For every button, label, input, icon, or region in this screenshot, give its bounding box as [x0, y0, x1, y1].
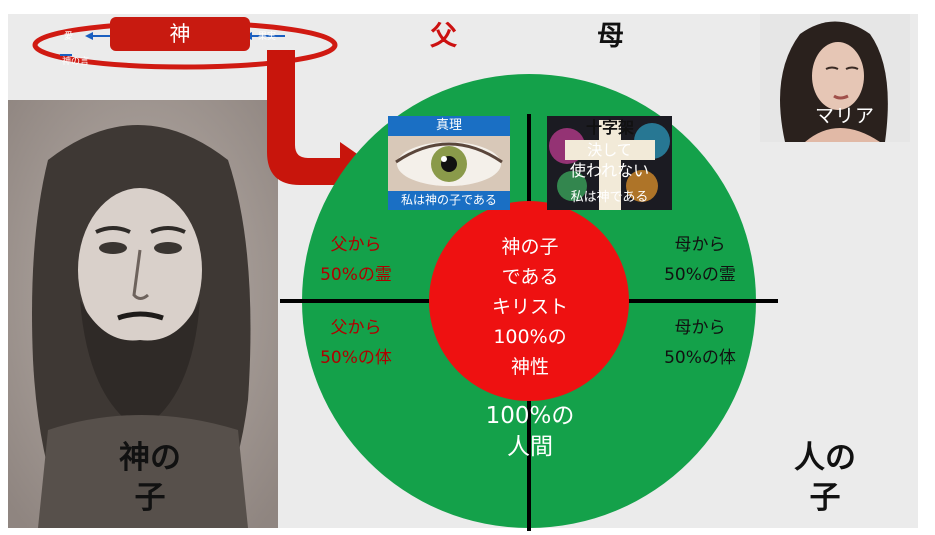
spirit-from-father-line1: 父から	[330, 235, 382, 255]
center-line3: キリスト	[491, 296, 568, 318]
son-of-god-line2: 子	[134, 480, 166, 516]
love-label: 愛	[64, 32, 74, 42]
full-humanity-text: 100%の 人間	[455, 401, 605, 463]
spirit-from-mother-line2: 50%の霊	[664, 265, 736, 285]
spirit-from-father: 父から 50%の霊	[296, 230, 416, 290]
son-of-man-line2: 子	[809, 480, 841, 516]
body-from-father-line2: 50%の体	[320, 348, 392, 368]
spirit-from-mother-line1: 母から	[674, 235, 726, 255]
never-used-line2: 使われない	[569, 161, 650, 180]
spirit-from-father-line2: 50%の霊	[320, 265, 392, 285]
christ-divinity-text: 神の子 である キリスト 100%の 神性	[450, 232, 610, 382]
center-line5: 神性	[510, 356, 549, 378]
son-of-man-line1: 人の	[794, 440, 856, 476]
body-from-father: 父から 50%の体	[296, 313, 416, 373]
fruit-label: 果実	[258, 32, 277, 42]
body-from-father-line1: 父から	[330, 318, 382, 338]
human-line2: 人間	[507, 434, 553, 460]
mother-title: 母	[597, 21, 624, 52]
i-am-son-of-god-label: 私は神の子である	[388, 191, 510, 210]
truth-label: 真理	[388, 116, 510, 136]
son-of-god-label: 神の 子	[115, 438, 185, 518]
i-am-god-label: 私は神である	[570, 190, 649, 205]
son-of-god-line1: 神の	[119, 440, 181, 476]
cross-label: 十字架	[585, 118, 634, 137]
human-line1: 100%の	[485, 403, 575, 429]
body-from-mother-line1: 母から	[674, 318, 726, 338]
jesus-portrait-image	[8, 100, 278, 528]
center-line2: である	[501, 266, 559, 288]
god-box: 神	[110, 17, 250, 51]
word-of-god-label: 神の言	[62, 57, 90, 67]
spirit-from-mother: 母から 50%の霊	[640, 230, 760, 290]
center-line4: 100%の	[493, 326, 567, 348]
center-line1: 神の子	[501, 236, 559, 258]
father-title: 父	[430, 21, 457, 52]
body-from-mother-line2: 50%の体	[664, 348, 736, 368]
body-from-mother: 母から 50%の体	[640, 313, 760, 373]
maria-portrait-image	[760, 14, 910, 142]
cross-image	[547, 116, 672, 210]
son-of-man-label: 人の 子	[790, 438, 860, 518]
maria-label: マリア	[815, 105, 876, 127]
never-used-line1: 決して	[587, 141, 632, 159]
